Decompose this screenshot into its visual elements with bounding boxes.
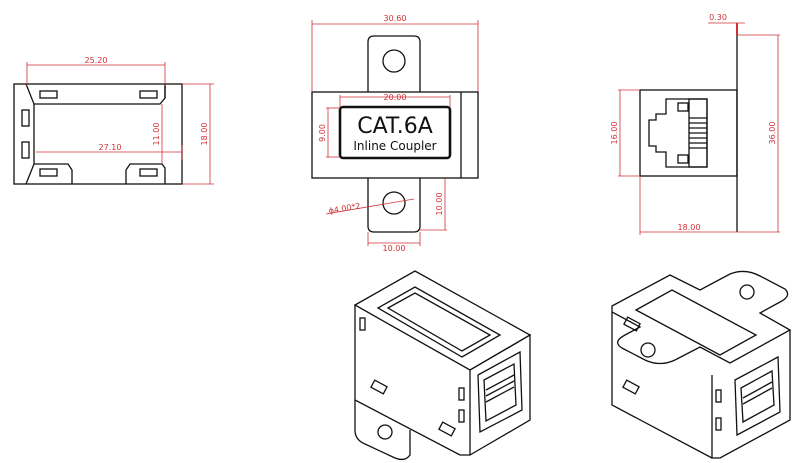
mounting-hole-bottom [382,191,406,215]
dim-top-width: 25.20 [85,56,108,65]
dim-tab-width: 10.00 [383,244,406,253]
dim-body-depth: 18.00 [678,223,701,232]
dim-flange-thickness: 0.30 [709,13,727,22]
mounting-hole-top [382,49,406,73]
dim-inner-width: 27.10 [99,143,122,152]
dim-inner-height: 11.00 [152,123,161,146]
dim-body-height: 16.00 [610,122,619,145]
dim-overall-height: 18.00 [200,123,209,146]
dimension-lines [311,20,479,246]
isometric-view-back [611,270,792,459]
dimension-lines [26,62,214,185]
isometric-view-front [353,270,532,461]
dim-overall-width: 30.60 [384,14,407,23]
dim-hole-diameter: ϕ4.00*2 [328,201,361,215]
dimension-lines [618,22,780,235]
dim-flange-height: 36.00 [768,122,777,145]
dim-label-width: 20.00 [384,93,407,102]
rj45-port [648,98,708,168]
dim-tab-length: 10.00 [435,193,444,216]
side-view: 0.30 16.00 36.00 18.00 [610,13,780,235]
front-view: 25.20 27.10 11.00 18.00 [13,56,214,185]
label-title: CAT.6A [357,114,433,139]
top-view: CAT.6A Inline Coupler 30.60 20.00 9.00 ϕ… [311,14,479,253]
label-subtitle: Inline Coupler [353,139,436,153]
label-plate [338,105,452,160]
dim-label-height: 9.00 [318,124,327,142]
